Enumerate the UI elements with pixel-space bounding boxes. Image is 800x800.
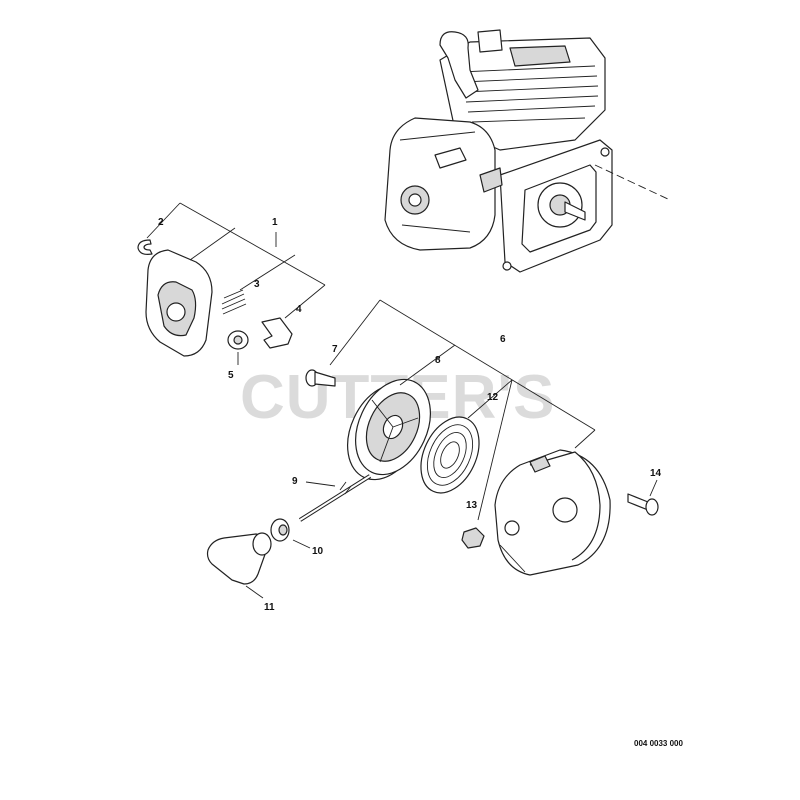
engine-assembly [384, 29, 671, 273]
part-11-starter-grip [206, 532, 272, 585]
diagram-reference-code: 004 0033 000 [634, 739, 683, 748]
callout-1: 1 [272, 217, 278, 228]
part-12-rewind-spring [420, 416, 480, 494]
part-4-pawl [261, 317, 293, 349]
part-10-rope-guide [270, 518, 290, 542]
callout-3: 3 [254, 279, 260, 290]
leader-lines [146, 202, 658, 599]
part-1-pawl-carrier [145, 249, 213, 357]
callout-11: 11 [264, 602, 275, 613]
callout-12: 12 [487, 392, 499, 403]
part-6-starter-housing [494, 449, 611, 576]
callout-7: 7 [332, 344, 338, 355]
part-3-spring [221, 289, 247, 315]
callout-14: 14 [650, 468, 662, 479]
part-8-rope-rotor [347, 378, 431, 481]
callout-6: 6 [500, 334, 506, 345]
callout-13: 13 [466, 500, 478, 511]
part-13-nut [461, 527, 485, 549]
callout-labels: 1 2 3 4 5 6 7 8 9 10 11 12 13 14 [158, 217, 662, 613]
callout-8: 8 [435, 355, 441, 366]
callout-2: 2 [158, 217, 164, 228]
part-2-circlip [137, 239, 153, 255]
callout-10: 10 [312, 546, 324, 557]
callout-4: 4 [296, 304, 302, 315]
callout-9: 9 [292, 476, 298, 487]
part-5-washer [227, 330, 249, 350]
part-14-screw [627, 493, 659, 516]
part-7-screw [305, 369, 336, 387]
callout-5: 5 [228, 370, 234, 381]
part-9-starter-rope [298, 474, 372, 522]
